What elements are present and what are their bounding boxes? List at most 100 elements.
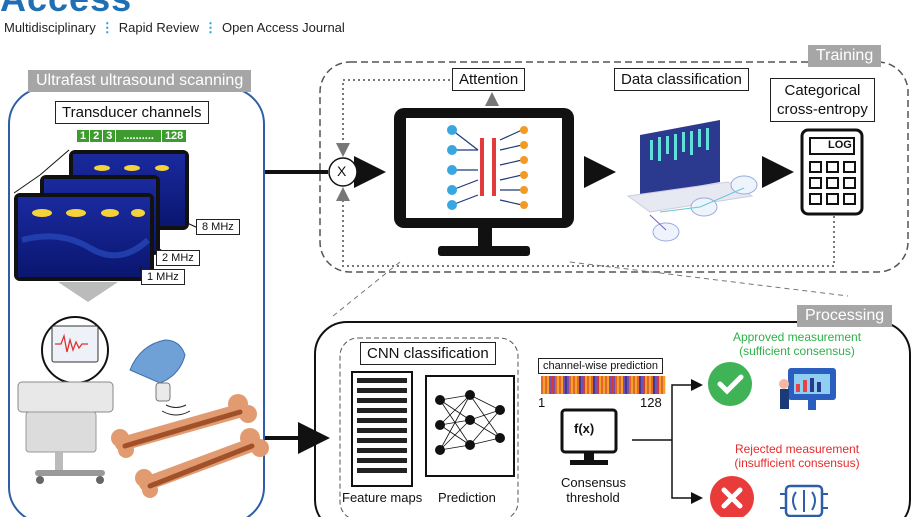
channel-stripe	[543, 376, 546, 394]
channel-stripe	[565, 376, 568, 394]
channel-stripe	[559, 376, 562, 394]
channel-stripe	[661, 376, 664, 394]
channel-stripe	[633, 376, 636, 394]
channel-stripe	[629, 376, 632, 394]
training-panel	[319, 61, 909, 273]
channel-stripe	[561, 376, 564, 394]
channel-stripe	[545, 376, 548, 394]
processing-title: Processing	[797, 305, 893, 327]
loss-label-line: cross-entropy	[777, 101, 868, 118]
attention-label: Attention	[452, 68, 526, 91]
fx-label: f(x)	[574, 421, 595, 436]
channel-stripe	[547, 376, 550, 394]
scanning-title: Ultrafast ultrasound scanning	[28, 70, 252, 92]
rejected-line: Rejected measurement	[734, 442, 860, 456]
consensus-line: Consensus	[561, 475, 627, 490]
cnn-panel	[339, 337, 519, 517]
channel-stripe	[541, 376, 544, 394]
channel-stripe	[645, 376, 648, 394]
rejected-line: (insufficient consensus)	[734, 456, 860, 470]
approved-measurement-label: Approved measurement (sufficient consens…	[722, 330, 872, 358]
channel-stripe	[623, 376, 626, 394]
channel-number: 128	[164, 130, 184, 142]
channel-stripe	[651, 376, 654, 394]
channel-stripe	[587, 376, 590, 394]
channel-stripe	[619, 376, 622, 394]
training-title: Training	[808, 45, 882, 67]
channel-stripe	[591, 376, 594, 394]
channel-stripe	[571, 376, 574, 394]
multiply-node-label: X	[337, 163, 347, 179]
channel-wise-prediction-label: channel-wise prediction	[538, 358, 663, 374]
consensus-threshold-label: Consensus threshold	[561, 475, 627, 505]
loss-label: Categorical cross-entropy	[770, 78, 875, 122]
channel-stripe	[635, 376, 638, 394]
rejected-measurement-label: Rejected measurement (insufficient conse…	[722, 442, 872, 470]
channel-stripe	[593, 376, 596, 394]
tagline-item: Open Access Journal	[221, 20, 345, 35]
channel-number-strip: 1 2 3 .......... 128	[77, 130, 187, 142]
channel-stripe	[601, 376, 604, 394]
channel-stripe	[573, 376, 576, 394]
channel-stripe	[577, 376, 580, 394]
channel-stripe	[653, 376, 656, 394]
channel-stripe	[641, 376, 644, 394]
channel-stripe	[583, 376, 586, 394]
channel-stripe	[589, 376, 592, 394]
channel-prediction-strip	[541, 376, 666, 394]
channel-stripe	[631, 376, 634, 394]
channel-stripe	[579, 376, 582, 394]
channel-number: ..........	[116, 130, 162, 142]
cnn-classification-label: CNN classification	[360, 342, 496, 365]
channel-stripe	[611, 376, 614, 394]
channel-stripe	[599, 376, 602, 394]
data-classification-label: Data classification	[614, 68, 749, 91]
channel-stripe	[605, 376, 608, 394]
channel-stripe	[617, 376, 620, 394]
channel-stripe	[553, 376, 556, 394]
channel-end-label: 128	[640, 395, 662, 410]
channel-stripe	[555, 376, 558, 394]
channel-stripe	[657, 376, 660, 394]
channel-number: 2	[90, 130, 104, 142]
channel-stripe	[655, 376, 658, 394]
channel-stripe	[567, 376, 570, 394]
channel-stripe	[663, 376, 666, 394]
channel-stripe	[595, 376, 598, 394]
feature-maps-label: Feature maps	[342, 490, 423, 505]
channel-number: 3	[103, 130, 117, 142]
channel-start-label: 1	[538, 395, 546, 410]
channel-stripe	[647, 376, 650, 394]
loss-label-line: Categorical	[784, 82, 861, 99]
approved-line: (sufficient consensus)	[739, 344, 855, 358]
channel-stripe	[643, 376, 646, 394]
channel-stripe	[549, 376, 552, 394]
channel-stripe	[609, 376, 612, 394]
tagline-item: Multidisciplinary	[4, 20, 96, 35]
channel-stripe	[563, 376, 566, 394]
channel-stripe	[649, 376, 652, 394]
frequency-label: 1 MHz	[141, 269, 185, 285]
channel-stripe	[603, 376, 606, 394]
channel-stripe	[607, 376, 610, 394]
log-key-label: LOG	[828, 139, 852, 151]
channel-stripe	[557, 376, 560, 394]
prediction-label: Prediction	[438, 490, 496, 505]
channel-stripe	[551, 376, 554, 394]
channel-stripe	[627, 376, 630, 394]
channel-stripe	[569, 376, 572, 394]
channel-stripe	[625, 376, 628, 394]
transducer-channels-label: Transducer channels	[55, 101, 209, 124]
channel-stripe	[597, 376, 600, 394]
channel-stripe	[585, 376, 588, 394]
journal-tagline: Multidisciplinary⋮Rapid Review⋮Open Acce…	[4, 20, 345, 35]
channel-stripe	[575, 376, 578, 394]
channel-stripe	[581, 376, 584, 394]
channel-stripe	[615, 376, 618, 394]
channel-number: 1	[77, 130, 91, 142]
channel-stripe	[639, 376, 642, 394]
approved-check-icon	[708, 362, 752, 406]
approved-line: Approved measurement	[732, 330, 862, 344]
frequency-label: 8 MHz	[196, 219, 240, 235]
consensus-line: threshold	[566, 490, 620, 505]
